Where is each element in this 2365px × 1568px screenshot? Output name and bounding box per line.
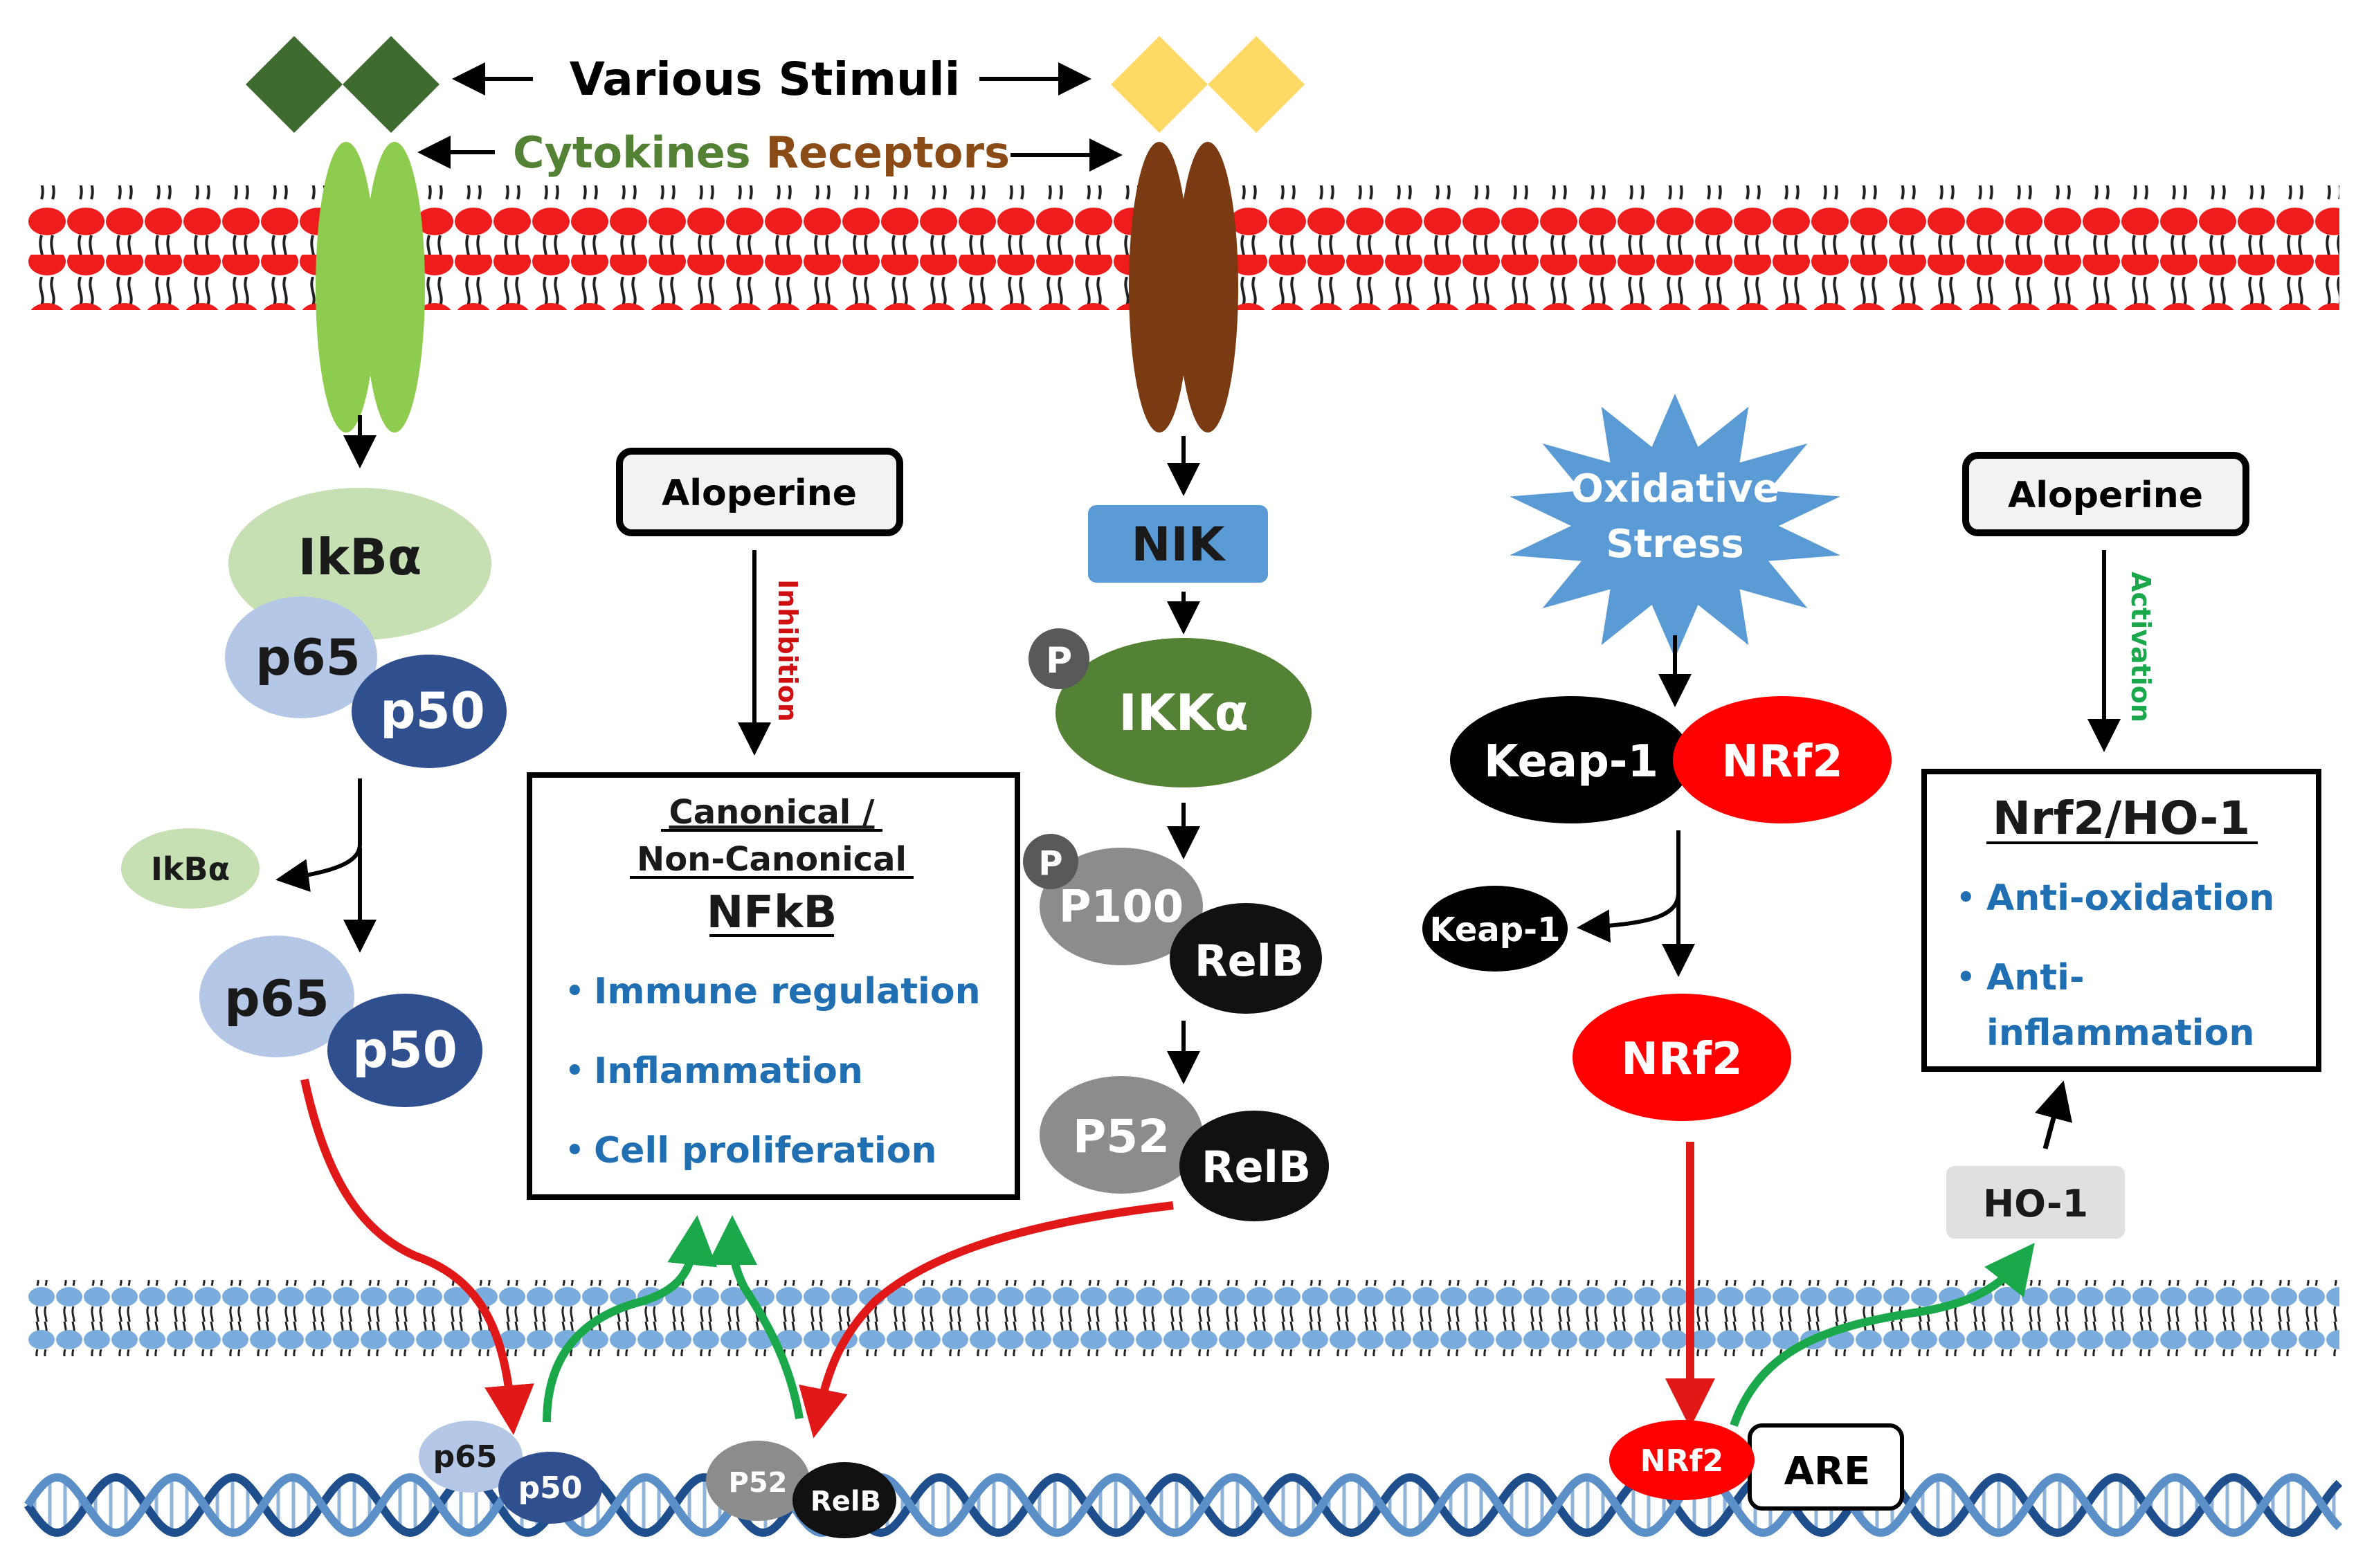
arrow-green-canonical-up [543, 1215, 718, 1423]
various-stimuli-label: Various Stimuli [570, 53, 960, 106]
nfkb-box [527, 772, 1020, 1200]
relb-dna-oval [792, 1462, 896, 1538]
nfkb-line1: Canonical / [669, 793, 875, 832]
arrow-red-p52-to-dna [799, 1201, 1174, 1439]
ho1-label: HO-1 [1983, 1182, 2088, 1225]
relb-label: RelB [1195, 936, 1304, 986]
relb2-label: RelB [1202, 1142, 1311, 1192]
nrf2-complex-label: NRf2 [1721, 736, 1842, 787]
nik-box [1088, 505, 1268, 583]
p65-complex-oval [225, 596, 377, 718]
p50-free-label: p50 [352, 1021, 457, 1079]
keap1-released-oval [1422, 886, 1568, 972]
p65-dna-oval [419, 1421, 523, 1493]
p50-dna-oval [498, 1452, 602, 1524]
relb-dna-label: RelB [810, 1486, 881, 1517]
phospho-ikka-label: P [1046, 640, 1072, 682]
arrow-ho1-to-box [2035, 1080, 2073, 1149]
cytokines-receptors-label: Cytokines Receptors [513, 127, 1010, 178]
nuclear-membrane [28, 1280, 2339, 1356]
p65-free-label: p65 [224, 969, 329, 1028]
nrf2-bullet-dot-2: • [1955, 957, 1977, 999]
dna-helix [24, 1473, 2343, 1538]
p50-label: p50 [380, 682, 485, 740]
phospho-p100-badge [1023, 834, 1078, 889]
arrow-green-noncanonical-up [707, 1215, 804, 1419]
nfkb-bullet-dot-1: • [564, 971, 586, 1012]
p65-label: p65 [255, 628, 361, 686]
nrf2-ho1-box [1921, 769, 2321, 1072]
p52-oval [1040, 1076, 1203, 1194]
nrf2-bullet-2b: inflammation [1986, 1012, 2254, 1054]
p50-free-oval [327, 994, 482, 1107]
ho1-box [1946, 1166, 2125, 1239]
ikba-label: IkBα [298, 528, 422, 586]
oxidative-stress-star [1510, 393, 1840, 659]
ikka-oval [1055, 638, 1312, 787]
nfkb-bullet-1: Immune regulation [594, 971, 981, 1012]
dna-strand-b [24, 1473, 2343, 1538]
nrf2-complex-oval [1673, 696, 1892, 823]
phospho-ikka-badge [1029, 628, 1089, 689]
p65-dna-label: p65 [433, 1439, 498, 1475]
nik-label: NIK [1132, 518, 1226, 572]
nrf2-bullet-1: Anti-oxidation [1986, 877, 2274, 919]
p100-label: P100 [1059, 882, 1184, 933]
nfkb-line3: NFkB [707, 887, 837, 938]
p52-label: P52 [1073, 1110, 1170, 1163]
p52-dna-label: P52 [729, 1467, 788, 1499]
phospho-p100-label: P [1038, 844, 1062, 883]
stimulus-diamond-right [1111, 36, 1305, 133]
arrow-ikba-release [275, 778, 362, 893]
ikka-label: IKKα [1118, 684, 1249, 742]
ikba-released-oval [121, 828, 260, 909]
nfkb-bullet-2: Inflammation [594, 1050, 863, 1092]
nrf2-dna-label: NRf2 [1640, 1443, 1723, 1479]
ikba-released-label: IkBα [151, 850, 230, 888]
activation-label: Activation [2126, 572, 2156, 722]
nfkb-line2: Non-Canonical [637, 840, 907, 879]
dna-strand-a [24, 1473, 2343, 1538]
nfkb-bullet-dot-2: • [564, 1050, 586, 1092]
aloperine-right-box [1962, 452, 2249, 536]
receptor-brown [1129, 142, 1238, 432]
aloperine-left-box [616, 448, 903, 536]
relb-oval [1170, 903, 1322, 1014]
nrf2-ho1-title: Nrf2/HO-1 [1993, 792, 2250, 845]
oxidative-label: Oxidative [1570, 466, 1779, 511]
aloperine-right-label: Aloperine [2008, 475, 2203, 516]
arrow-keap1-release [1577, 830, 1680, 943]
stimulus-diamond-left [246, 36, 440, 133]
inhibition-label: Inhibition [772, 579, 803, 722]
nrf2-free-oval [1573, 994, 1791, 1121]
p52-dna-oval [706, 1441, 810, 1521]
nrf2-free-label: NRf2 [1621, 1034, 1742, 1085]
nfkb-bullet-dot-3: • [564, 1130, 586, 1172]
p65-free-oval [199, 936, 354, 1057]
are-label: ARE [1784, 1449, 1871, 1494]
nrf2-dna-oval [1609, 1420, 1755, 1500]
cytokines-label: Cytokines [513, 127, 751, 178]
nfkb-bullet-3: Cell proliferation [594, 1130, 936, 1172]
receptors-label: Receptors [765, 127, 1010, 178]
keap1-released-label: Keap-1 [1430, 911, 1561, 949]
nrf2-bullet-dot-1: • [1955, 877, 1977, 919]
arrow-red-p65-to-dna [300, 1078, 534, 1435]
p50-dna-label: p50 [518, 1470, 583, 1506]
stress-label: Stress [1606, 522, 1743, 567]
aloperine-left-label: Aloperine [662, 473, 857, 514]
relb2-oval [1179, 1111, 1329, 1221]
nrf2-bullet-2a: Anti- [1986, 957, 2085, 999]
p50-complex-oval [352, 655, 507, 768]
keap1-label: Keap-1 [1484, 736, 1658, 787]
keap1-oval [1450, 696, 1692, 823]
p100-oval [1040, 848, 1203, 965]
arrow-green-are-to-ho1 [1730, 1243, 2035, 1427]
receptor-green [316, 142, 425, 432]
